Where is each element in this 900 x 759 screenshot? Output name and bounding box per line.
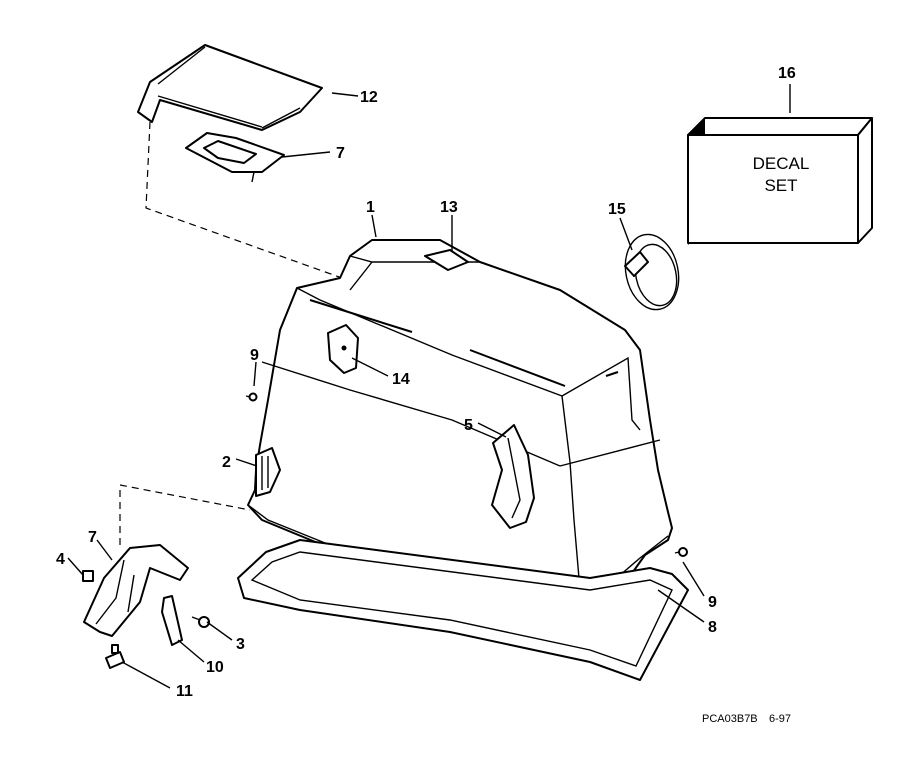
part-5-latch xyxy=(491,424,535,529)
part-6-grommet xyxy=(185,132,285,183)
part-2-patch xyxy=(255,447,281,497)
figure-code: PCA03B7B xyxy=(702,713,758,725)
part-9-screw-lower xyxy=(674,547,688,557)
callout-15: 15 xyxy=(608,201,626,218)
callout-12: 12 xyxy=(360,89,378,106)
part-16-decal-set: DECAL SET xyxy=(687,117,873,245)
callout-9-upper: 9 xyxy=(250,347,259,364)
part-4-clip xyxy=(82,570,94,582)
part-13-top-detail xyxy=(424,232,469,271)
figure-date: 6-97 xyxy=(769,713,791,725)
callout-11: 11 xyxy=(176,683,193,700)
part-14-label xyxy=(327,324,359,374)
part-7-bracket xyxy=(83,544,189,637)
callout-9-lower: 9 xyxy=(708,594,717,611)
decal-label-line1: DECAL xyxy=(753,154,810,173)
callout-3: 3 xyxy=(236,636,245,653)
callout-5: 5 xyxy=(464,417,473,434)
callout-16: 16 xyxy=(778,65,796,82)
part-10-strap xyxy=(161,595,183,646)
callout-1: 1 xyxy=(366,199,375,216)
part-8-seal xyxy=(237,539,689,681)
callout-7: 7 xyxy=(88,529,97,546)
callout-8: 8 xyxy=(708,619,717,636)
callout-4: 4 xyxy=(56,551,65,568)
callout-10: 10 xyxy=(206,659,224,676)
decal-label-line2: SET xyxy=(764,176,797,195)
callout-6: 7 xyxy=(336,145,345,162)
part-9-screw-upper xyxy=(245,392,258,402)
callout-13: 13 xyxy=(440,199,458,216)
guide-line-cap xyxy=(145,121,343,279)
part-15-harness xyxy=(624,233,680,311)
leader-lines xyxy=(67,84,791,689)
callout-14: 14 xyxy=(392,371,410,388)
callout-2: 2 xyxy=(222,454,231,471)
part-12-cap xyxy=(137,44,323,131)
part-3-screw xyxy=(191,616,210,628)
part-11-plug xyxy=(105,644,125,669)
guide-line-bracket xyxy=(119,484,251,545)
